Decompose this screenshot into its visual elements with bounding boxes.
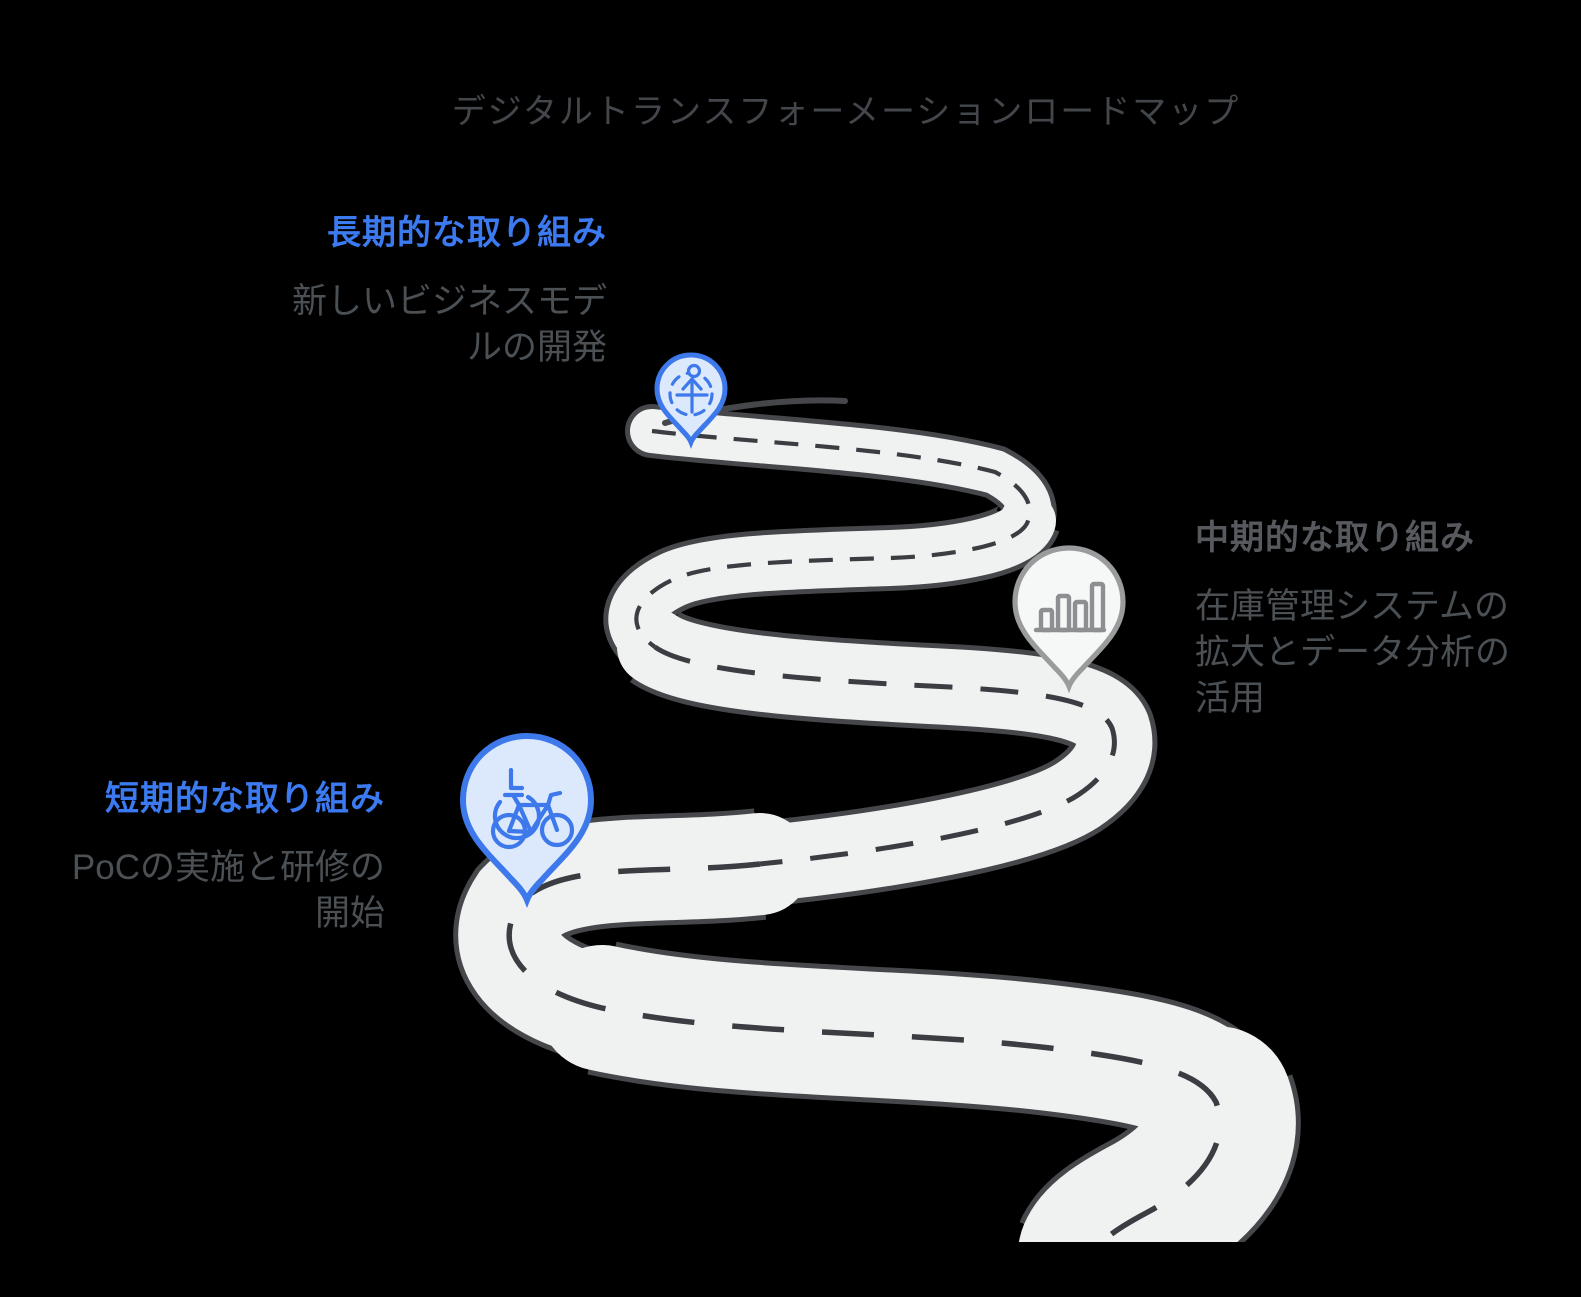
road-centerline: [653, 644, 1117, 867]
desc-line: 開始: [314, 894, 385, 933]
milestone-label-long-term: 長期的な取り組み: [327, 214, 607, 252]
pin-mid-term: [1015, 548, 1123, 686]
desc-line: ルの開発: [466, 328, 607, 367]
road-surface: [630, 409, 1052, 543]
direction-arrow-icon: [668, 363, 714, 417]
road-surface: [1019, 1026, 1296, 1242]
road-centerline: [506, 861, 1223, 1242]
pin-short-term: [463, 736, 591, 900]
desc-line: 在庫管理システムの: [1195, 587, 1509, 626]
road: [453, 397, 1301, 1242]
desc-line: 新しいビジネスモデ: [291, 282, 607, 321]
desc-line: 拡大とデータ分析の: [1195, 633, 1511, 672]
page-title: デジタルトランスフォーメーションロードマップ: [451, 93, 1241, 131]
desc-line: 活用: [1195, 679, 1266, 718]
pin-long-term: [657, 355, 725, 442]
milestone-label-mid-term: 中期的な取り組み: [1195, 519, 1475, 557]
desc-line: PoCの実施と研修の: [71, 848, 385, 887]
milestone-desc-long-term: 新しいビジネスモデ ルの開発: [157, 279, 607, 371]
milestone-block-short-term: 短期的な取り組み PoCの実施と研修の 開始: [35, 779, 385, 937]
clock-bicycle-icon: [490, 767, 575, 850]
milestone-desc-short-term: PoCの実施と研修の 開始: [35, 845, 385, 937]
bar-chart-icon: [1033, 581, 1107, 633]
milestone-block-mid-term: 中期的な取り組み 在庫管理システムの 拡大とデータ分析の 活用: [1195, 518, 1575, 722]
milestone-desc-mid-term: 在庫管理システムの 拡大とデータ分析の 活用: [1195, 584, 1575, 722]
milestone-label-short-term: 短期的な取り組み: [105, 780, 385, 818]
road-centerline: [634, 428, 1032, 649]
milestone-block-long-term: 長期的な取り組み 新しいビジネスモデ ルの開発: [157, 213, 607, 371]
